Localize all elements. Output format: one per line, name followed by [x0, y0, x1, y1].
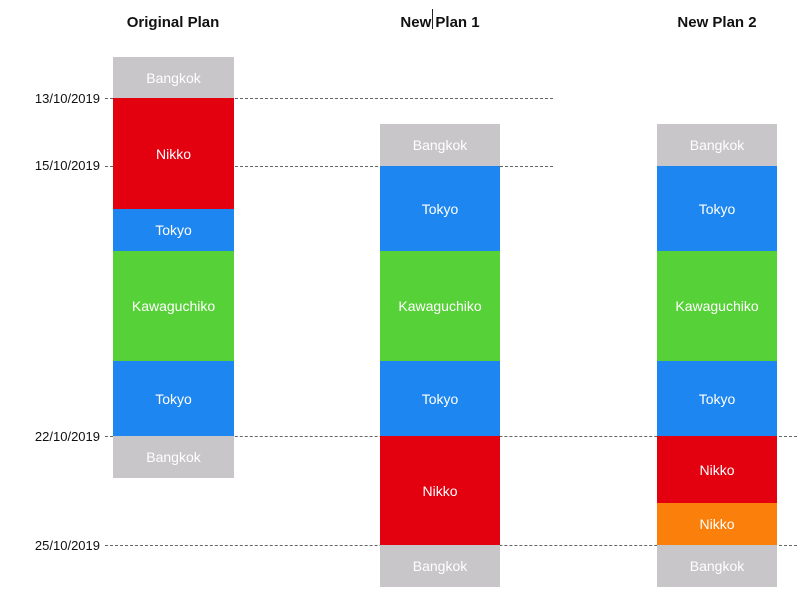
segment-label: Nikko	[699, 461, 735, 478]
original-segment-nikko: Nikko	[113, 98, 234, 209]
plan2-segment-bangkok-end: Bangkok	[657, 545, 777, 587]
date-line-15-10	[105, 166, 553, 167]
segment-label: Bangkok	[412, 137, 468, 153]
plan2-segment-bangkok-start: Bangkok	[657, 124, 777, 166]
segment-label: Nikko	[155, 145, 191, 162]
original-plan-title: Original Plan	[126, 14, 220, 31]
segment-label: Tokyo	[421, 390, 459, 407]
segment-label: Bangkok	[146, 449, 201, 465]
date-line-13-10	[105, 98, 553, 99]
original-segment-tokyo-1: Tokyo	[113, 209, 234, 251]
date-label-25-10: 25/10/2019	[34, 538, 100, 553]
plan2-segment-tokyo-2: Tokyo	[657, 361, 777, 436]
segment-label: Bangkok	[689, 137, 745, 153]
new-plan-1-title: New Plan 1	[400, 14, 480, 31]
segment-label: Bangkok	[689, 558, 745, 574]
segment-label: Kawaguchiko	[398, 298, 482, 314]
original-segment-bangkok-end: Bangkok	[113, 436, 234, 478]
plan1-segment-tokyo-1: Tokyo	[380, 166, 500, 251]
original-segment-bangkok-start: Bangkok	[113, 57, 234, 98]
segment-label: Nikko	[699, 516, 735, 532]
plan2-segment-kawaguchiko: Kawaguchiko	[657, 251, 777, 361]
plan2-segment-nikko-2: Nikko	[657, 503, 777, 545]
segment-label: Bangkok	[412, 558, 468, 574]
plan1-segment-bangkok-start: Bangkok	[380, 124, 500, 166]
segment-label: Tokyo	[698, 390, 736, 407]
date-label-22-10: 22/10/2019	[34, 429, 100, 444]
original-segment-kawaguchiko: Kawaguchiko	[113, 251, 234, 361]
segment-label: Tokyo	[155, 222, 192, 238]
original-segment-tokyo-2: Tokyo	[113, 361, 234, 436]
text-cursor	[432, 9, 433, 29]
segment-label: Kawaguchiko	[675, 298, 759, 314]
segment-label: Tokyo	[698, 200, 736, 217]
plan1-segment-tokyo-2: Tokyo	[380, 361, 500, 436]
date-label-13-10: 13/10/2019	[34, 91, 100, 106]
segment-label: Kawaguchiko	[131, 298, 216, 314]
segment-label: Tokyo	[421, 200, 459, 217]
plan1-segment-bangkok-end: Bangkok	[380, 545, 500, 587]
segment-label: Nikko	[422, 482, 458, 499]
segment-label: Bangkok	[146, 69, 201, 86]
plan1-segment-kawaguchiko: Kawaguchiko	[380, 251, 500, 361]
date-label-15-10: 15/10/2019	[34, 158, 100, 173]
plan1-segment-nikko: Nikko	[380, 436, 500, 545]
new-plan-2-title: New Plan 2	[677, 14, 757, 31]
segment-label: Tokyo	[155, 390, 192, 407]
plan2-segment-tokyo-1: Tokyo	[657, 166, 777, 251]
plan2-segment-nikko-1: Nikko	[657, 436, 777, 503]
